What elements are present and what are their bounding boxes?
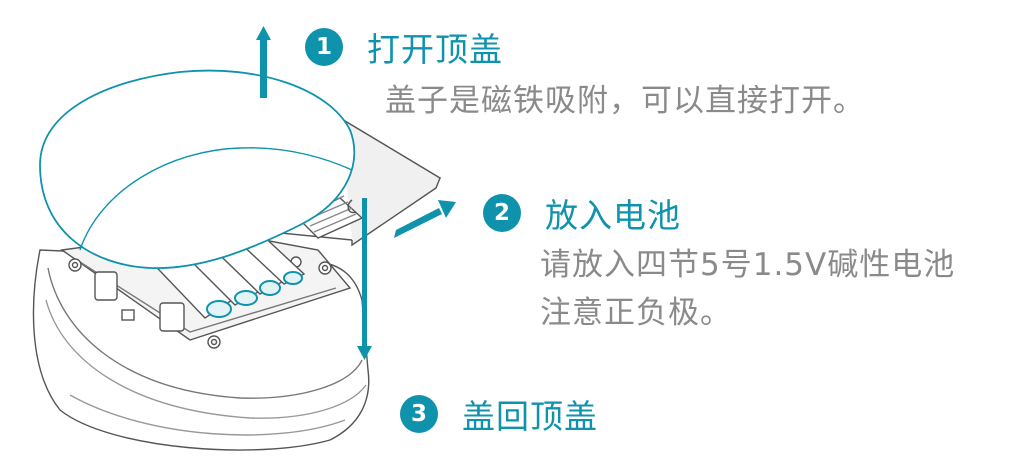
up-arrow-icon [256,26,271,98]
step-title: 放入电池 [545,196,681,235]
step-title: 盖回顶盖 [462,397,598,436]
step-number-badge: 1 [305,28,343,66]
diagonal-arrow-icon [394,200,456,238]
step-2: 2 放入电池 [483,189,681,237]
step-2-description-line-1: 请放入四节5号1.5V碱性电池 [540,247,956,283]
step-number-badge: 2 [483,194,521,232]
step-2-description-line-2: 注意正负极。 [540,295,732,331]
down-arrow-icon [357,198,372,360]
step-title: 打开顶盖 [367,30,503,69]
device-lid [39,69,356,269]
step-number-badge: 3 [400,395,438,433]
step-3: 3 盖回顶盖 [400,390,598,438]
step-1: 1 打开顶盖 [305,23,503,71]
step-1-description: 盖子是磁铁吸附，可以直接打开。 [385,83,865,119]
